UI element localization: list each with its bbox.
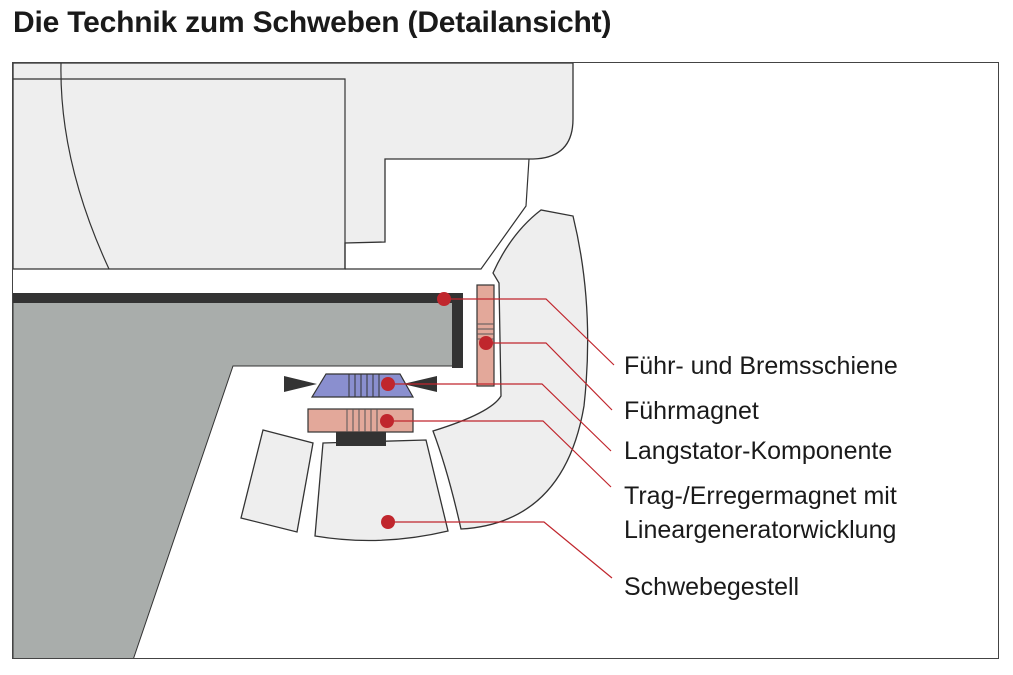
- dot-support-magnet: [380, 414, 394, 428]
- guidance-magnet: [476, 284, 495, 387]
- long-stator-windings: [348, 374, 380, 397]
- vehicle-curve-outline: [60, 63, 110, 270]
- leader-guidance-magnet: [486, 342, 613, 411]
- vehicle-lower-contour: [345, 158, 530, 270]
- leader-support-magnet: [387, 420, 612, 488]
- support-magnet-windings: [346, 409, 378, 432]
- page-title: Die Technik zum Schweben (Detailansicht): [13, 6, 612, 39]
- bogie-segment-main: [314, 439, 449, 542]
- support-magnet-mount: [336, 432, 386, 446]
- maglev-diagram: Führ- und Bremsschiene Führmagnet Langst…: [13, 63, 898, 658]
- leader-lines: [387, 298, 615, 579]
- dot-long-stator: [381, 377, 395, 391]
- bogie-segment-left: [240, 429, 314, 533]
- vehicle-window-outline: [13, 78, 346, 269]
- label-rail: Führ- und Bremsschiene: [624, 352, 898, 380]
- long-stator-wedge-left: [284, 376, 317, 392]
- label-support-magnet-line1: Trag-/Erregermagnet mit: [624, 482, 897, 510]
- label-support-magnet-line2: Lineargeneratorwicklung: [624, 516, 896, 544]
- diagram-frame: Führ- und Bremsschiene Führmagnet Langst…: [12, 62, 999, 659]
- dot-rail: [437, 292, 451, 306]
- leader-bogie: [388, 521, 613, 579]
- dot-bogie: [381, 515, 395, 529]
- dot-guidance-magnet: [479, 336, 493, 350]
- bogie-skirt: [432, 209, 589, 530]
- marker-dots: [380, 292, 493, 529]
- guide-brake-rail: [13, 293, 463, 368]
- label-guidance-magnet: Führmagnet: [624, 397, 759, 425]
- label-long-stator: Langstator-Komponente: [624, 437, 892, 465]
- label-bogie: Schwebegestell: [624, 573, 799, 601]
- leader-rail: [444, 298, 615, 366]
- long-stator-component: [310, 373, 415, 398]
- vehicle-body: [13, 63, 574, 270]
- leader-long-stator: [388, 383, 612, 452]
